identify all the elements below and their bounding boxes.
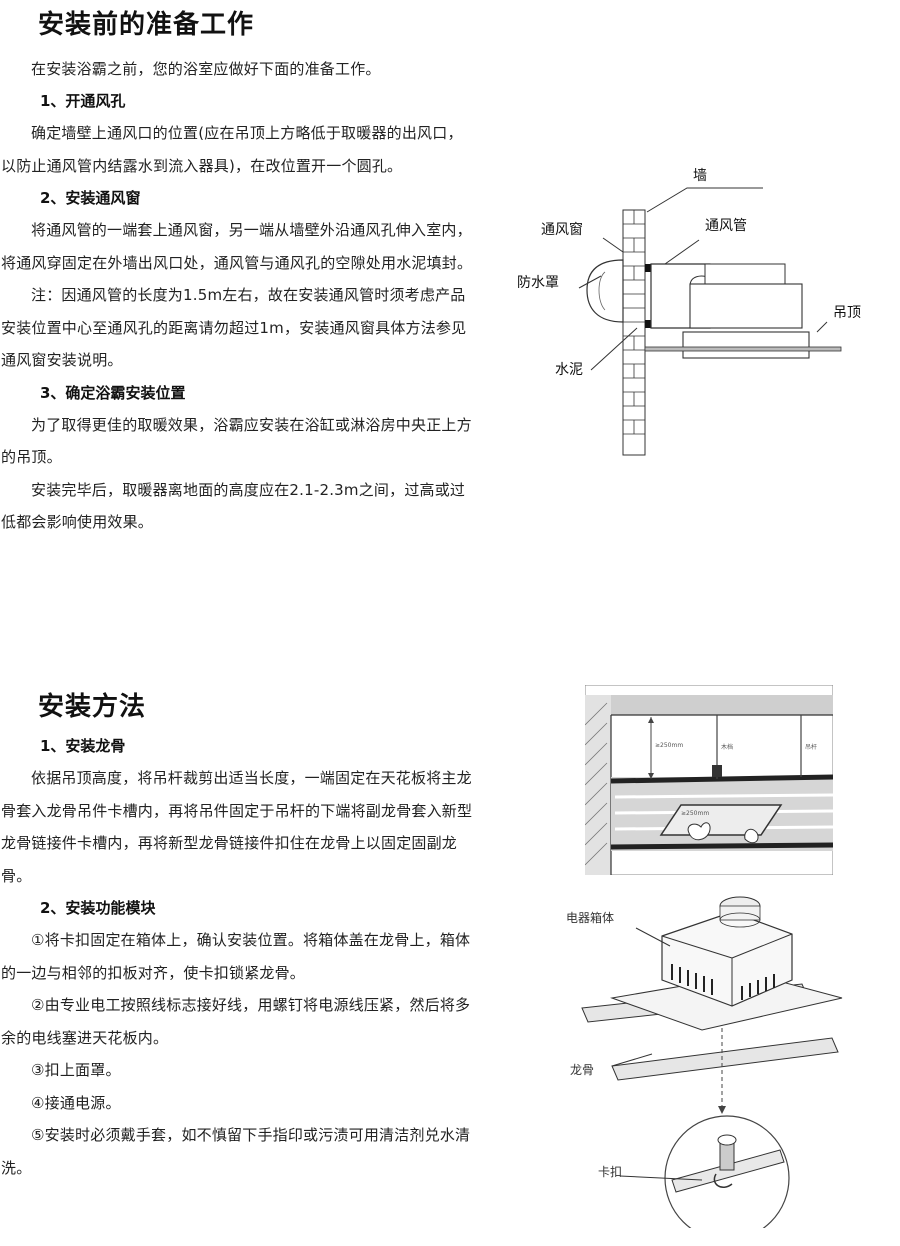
install-step-2-item-3: ③扣上面罩。 (31, 1061, 121, 1079)
label-clip: 卡扣 (598, 1165, 622, 1179)
label-electrical-box: 电器箱体 (566, 910, 614, 925)
step-2-paragraph: 将通风管的一端套上通风窗，另一端从墙壁外沿通风孔伸入室内，将通风穿固定在外墙出风… (1, 221, 473, 272)
label-vent-window: 通风窗 (541, 221, 583, 238)
ceiling-shape (644, 346, 842, 352)
label-duct: 通风管 (705, 218, 747, 234)
section-title-preparation: 安装前的准备工作 (38, 10, 255, 40)
heater-box-shape (689, 283, 803, 329)
label-wall: 墙 (693, 168, 707, 184)
wall-shape (622, 209, 646, 456)
install-step-1-title: 1、安装龙骨 (40, 737, 126, 755)
label-cement: 水泥 (555, 362, 583, 378)
step-2-note: 注：因通风管的长度为1.5m左右，故在安装通风管时须考虑产品安装位置中心至通风孔… (1, 286, 467, 369)
step-1-paragraph: 确定墙壁上通风口的位置(应在吊顶上方略低于取暖器的出风口，以防止通风管内结露水到… (1, 124, 463, 175)
step-3-title: 3、确定浴霸安装位置 (40, 383, 186, 402)
preparation-text: 在安装浴霸之前，您的浴室应做好下面的准备工作。 1、开通风孔 确定墙壁上通风口的… (1, 53, 477, 539)
install-step-2-item-4: ④接通电源。 (31, 1093, 121, 1112)
dim-label-2: ≥250mm (681, 810, 709, 817)
step-1-title: 1、开通风孔 (40, 92, 126, 110)
intro-paragraph: 在安装浴霸之前，您的浴室应做好下面的准备工作。 (31, 60, 381, 78)
step-3-paragraph-1: 为了取得更佳的取暖效果，浴霸应安装在浴缸或淋浴房中央正上方的吊顶。 (1, 415, 472, 467)
dim-label-1: ≥250mm (655, 742, 683, 749)
label-waterproof-cover: 防水罩 (517, 275, 559, 291)
waterproof-cover-shape (586, 259, 624, 323)
label-wood-block: 木档 (721, 743, 733, 751)
label-hanging-rod: 吊杆 (805, 743, 817, 751)
step-3-paragraph-2: 安装完毕后，取暖器离地面的高度应在2.1-2.3m之间，过高或过低都会影响使用效… (1, 480, 466, 532)
installation-text: 1、安装龙骨 依据吊顶高度，将吊杆裁剪出适当长度，一端固定在天花板将主龙骨套入龙… (1, 730, 477, 1184)
keel-installation-diagram: ≥250mm ≥250mm 木档 吊杆 (585, 685, 833, 875)
section-title-installation: 安装方法 (38, 692, 147, 722)
label-keel: 龙骨 (570, 1063, 594, 1077)
vent-duct-diagram: 墙 通风窗 通风管 防水罩 吊顶 水泥 (517, 168, 861, 456)
install-step-1-paragraph: 依据吊顶高度，将吊杆裁剪出适当长度，一端固定在天花板将主龙骨套入龙骨吊件卡槽内，… (1, 769, 473, 885)
install-step-2-item-2: ②由专业电工按照线标志接好线，用螺钉将电源线压紧，然后将多余的电线塞进天花板内。 (1, 996, 471, 1047)
label-ceiling: 吊顶 (833, 305, 861, 321)
step-2-title: 2、安装通风窗 (40, 189, 141, 207)
install-step-2-title: 2、安装功能模块 (40, 899, 156, 917)
install-step-2-item-5: ⑤安装时必须戴手套，如不慎留下手指印或污渍可用清洁剂兑水清洗。 (1, 1126, 471, 1177)
install-step-2-item-1: ①将卡扣固定在箱体上，确认安装位置。将箱体盖在龙骨上，箱体的一边与相邻的扣板对齐… (1, 931, 471, 982)
box-mounting-diagram: 电器箱体 龙骨 卡扣 (566, 896, 843, 1228)
